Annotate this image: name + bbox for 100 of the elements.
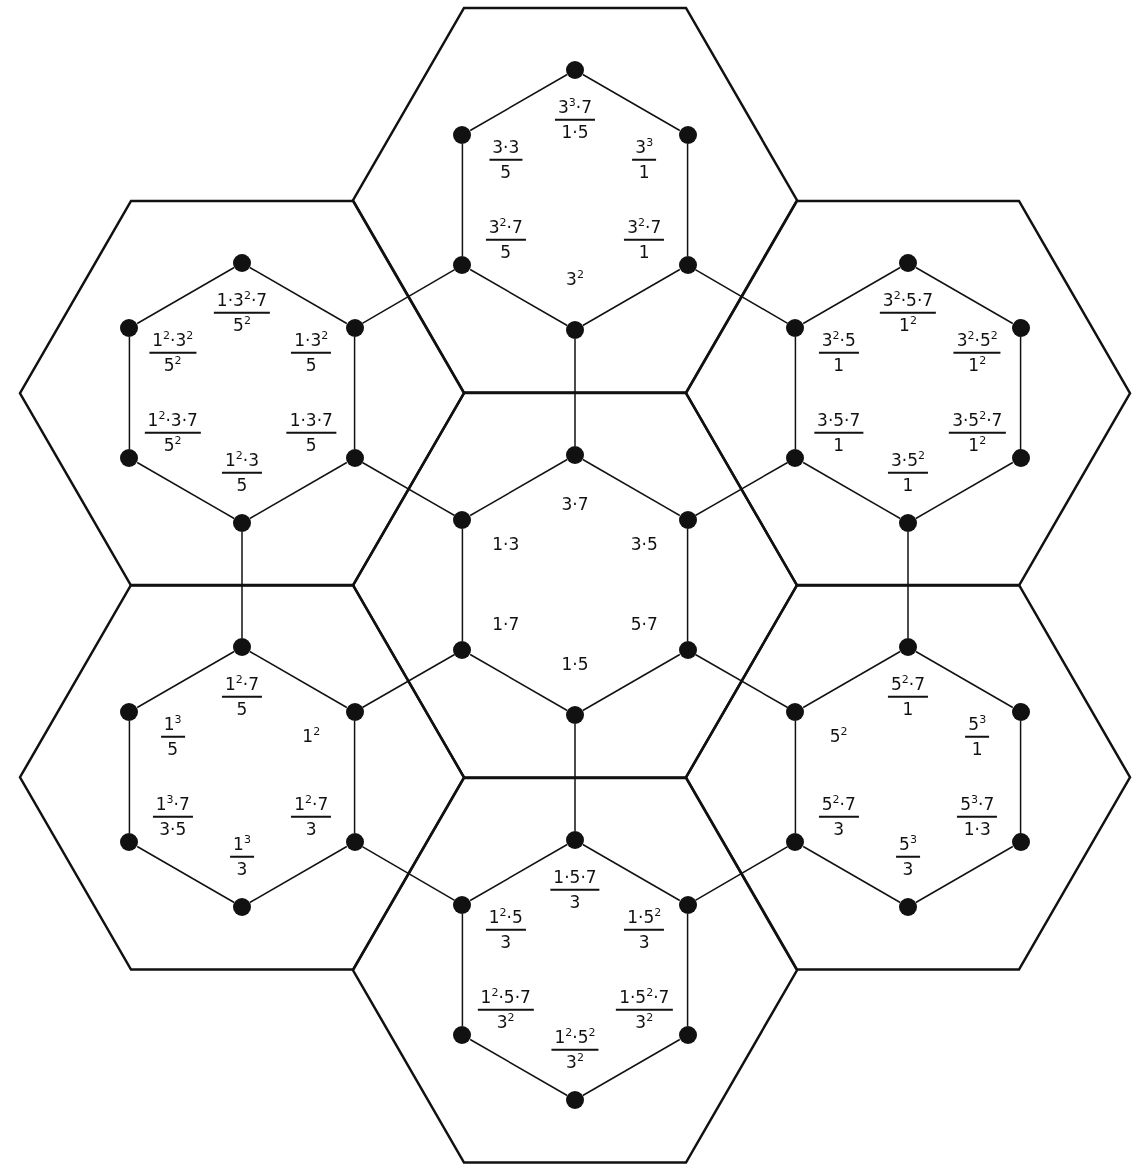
- node-dot: [678, 1026, 697, 1044]
- fraction-label: 3·5$^{2}$ 1: [887, 449, 929, 497]
- connector-line: [469, 73, 568, 132]
- node-dot: [566, 1091, 584, 1109]
- connector-line: [582, 268, 681, 327]
- connector-line: [802, 650, 901, 709]
- connector-line: [694, 268, 789, 325]
- node-dot: [233, 898, 251, 916]
- node-dot: [1011, 319, 1030, 337]
- fraction-label: 1$^{3}$ 5: [160, 713, 185, 761]
- node-dot: [453, 641, 472, 659]
- fraction-label: 3$^{3}$ 1: [632, 136, 657, 184]
- connector-line: [461, 143, 464, 257]
- fraction-label: 1·5·7 3: [550, 866, 600, 914]
- node-dot: [678, 641, 697, 659]
- connector-line: [686, 528, 689, 642]
- node-dot: [233, 638, 251, 656]
- connector-line: [461, 528, 464, 642]
- fraction-label: 3$^{2}$·7 5: [485, 216, 526, 264]
- node-dot: [678, 126, 697, 144]
- node-dot: [345, 449, 364, 467]
- fraction-label: 3$^{2}$·7 1: [624, 216, 665, 264]
- fraction-label: 1·3$^{2}$·7 5$^{2}$: [213, 289, 271, 337]
- connector-line: [582, 653, 681, 712]
- connector-line: [469, 268, 568, 327]
- connector-line: [469, 1038, 568, 1097]
- fraction-label: 5$^{3}$ 1: [965, 713, 990, 761]
- fraction-label: 1$^{2}$·7 3: [291, 793, 332, 841]
- node-dot: [120, 449, 139, 467]
- connector-line: [361, 461, 456, 517]
- node-dot: [678, 896, 697, 914]
- node-dot: [453, 256, 472, 274]
- fraction-label: 5$^{3}$·7 1·3: [957, 793, 998, 841]
- fraction-label: 5$^{2}$·7 1: [887, 673, 929, 721]
- fraction-label: 1$^{2}$: [301, 725, 322, 748]
- node-dot: [120, 319, 139, 337]
- fraction-label: 5$^{3}$ 3: [896, 833, 920, 881]
- connector-line: [249, 845, 348, 904]
- fraction-label: 1$^{2}$·3$^{2}$ 5$^{2}$: [149, 329, 197, 377]
- fraction-label: 1$^{3}$·7 3·5: [152, 793, 193, 841]
- fraction-label: 5$^{2}$: [828, 725, 849, 748]
- connector-line: [802, 266, 901, 325]
- fraction-label: 1$^{2}$·5$^{2}$ 3$^{2}$: [551, 1026, 599, 1074]
- connector-line: [469, 458, 568, 517]
- fraction-label: 1·3$^{2}$ 5: [291, 329, 332, 377]
- connector-line: [249, 461, 348, 520]
- fraction-label: 1·5$^{2}$·7 3$^{2}$: [616, 986, 673, 1034]
- node-dot: [1011, 449, 1030, 467]
- connector-line: [694, 845, 789, 902]
- node-dot: [453, 511, 472, 529]
- connector-line: [461, 913, 464, 1027]
- fraction-label: 1$^{2}$·5·7 3$^{2}$: [477, 986, 534, 1034]
- connector-line: [582, 1038, 681, 1097]
- connector-line: [574, 723, 576, 832]
- node-dot: [566, 831, 584, 849]
- connector-line: [469, 653, 568, 712]
- fraction-label: 5·7: [629, 613, 659, 636]
- node-dot: [1011, 833, 1030, 851]
- node-dot: [345, 703, 364, 721]
- connector-line: [694, 461, 789, 517]
- connector-line: [582, 843, 681, 902]
- connector-line: [136, 266, 235, 325]
- connector-line: [249, 650, 348, 709]
- node-dot: [899, 898, 917, 916]
- fraction-label: 3·7: [560, 493, 590, 516]
- fraction-label: 3·5·7 1: [814, 409, 864, 457]
- connector-line: [353, 336, 356, 450]
- connector-line: [907, 531, 909, 639]
- node-dot: [899, 254, 917, 272]
- node-dot: [899, 514, 917, 532]
- fraction-label: 1$^{2}$·7 5: [221, 673, 263, 721]
- node-dot: [120, 833, 139, 851]
- node-dot: [678, 256, 697, 274]
- connector-line: [686, 913, 689, 1027]
- connector-line: [802, 845, 901, 904]
- connector-line: [361, 268, 456, 325]
- connector-line: [361, 845, 456, 902]
- node-dot: [899, 638, 917, 656]
- node-dot: [566, 706, 584, 724]
- fraction-label: 1$^{2}$·3·7 5$^{2}$: [144, 409, 201, 457]
- fraction-label: 1·3·7 5: [286, 409, 336, 457]
- fraction-label: 3$^{2}$: [565, 268, 585, 291]
- node-dot: [453, 126, 472, 144]
- node-dot: [566, 61, 584, 79]
- connector-line: [915, 461, 1014, 520]
- fraction-label: 1$^{3}$ 3: [230, 833, 254, 881]
- fraction-label: 1$^{2}$·3 5: [221, 449, 263, 497]
- connector-line: [241, 531, 243, 639]
- connector-line: [694, 653, 789, 709]
- connector-line: [128, 336, 131, 450]
- connector-line: [136, 461, 235, 520]
- connector-line: [128, 720, 131, 834]
- connector-line: [249, 266, 348, 325]
- node-dot: [453, 896, 472, 914]
- connector-line: [574, 338, 576, 447]
- node-dot: [453, 1026, 472, 1044]
- connector-line: [582, 458, 681, 517]
- node-dot: [233, 514, 251, 532]
- connector-line: [136, 845, 235, 904]
- node-dot: [233, 254, 251, 272]
